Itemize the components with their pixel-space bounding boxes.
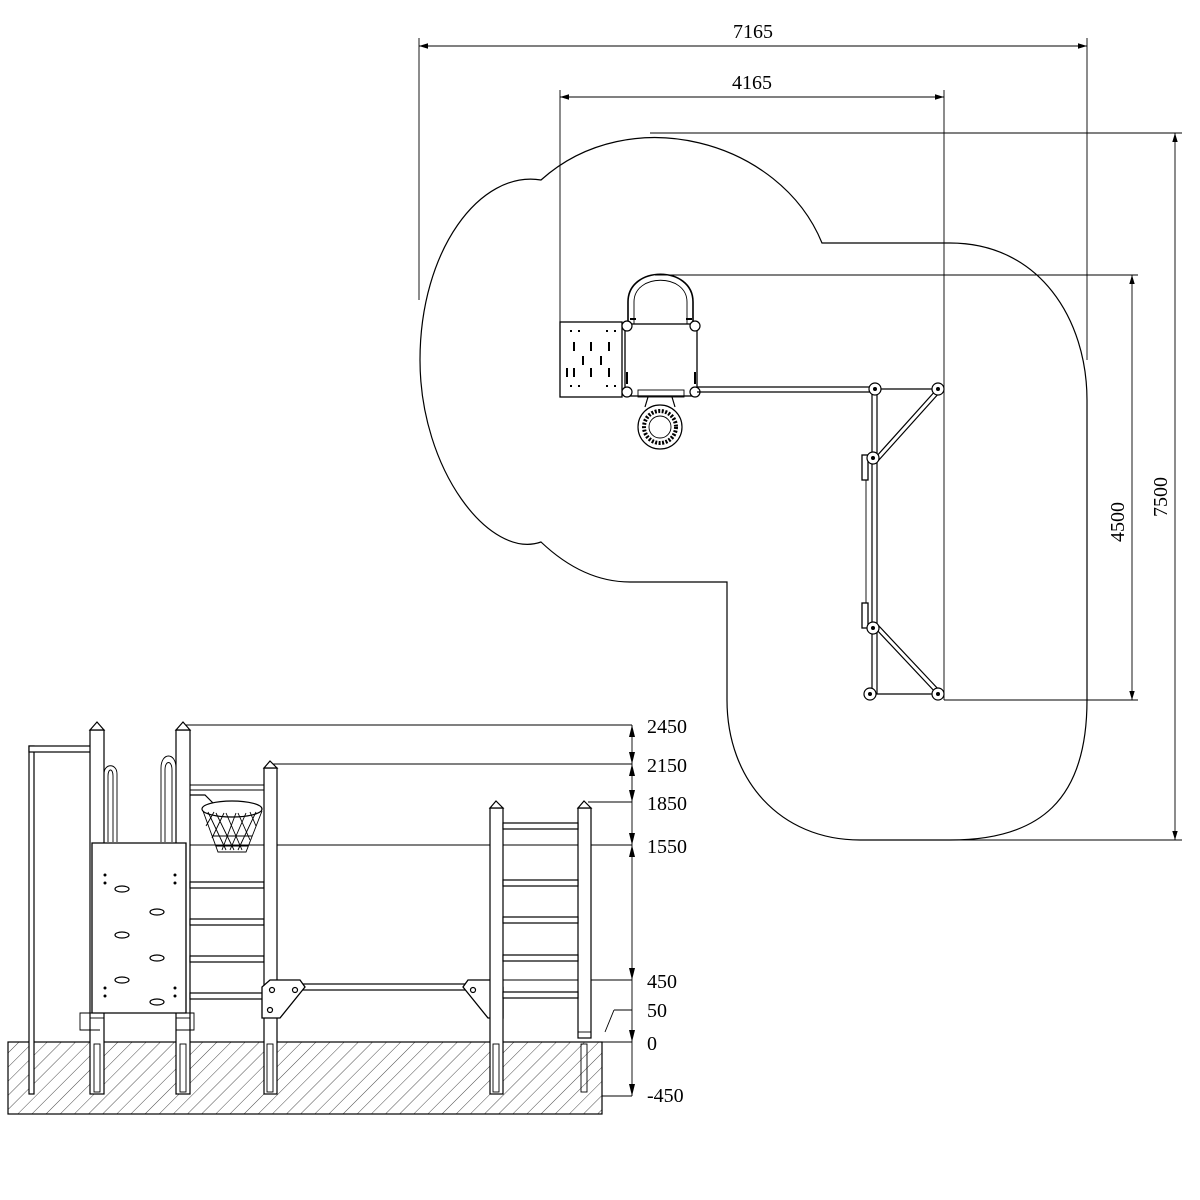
dimension-overall-width: 7165 [418,21,1088,360]
elevation-view: 2450 2150 1850 1550 450 50 0 -450 [7,716,687,1115]
safety-zone-outline [419,137,1088,841]
height-label-1550: 1550 [647,836,687,858]
dimension-structure-width: 4165 [559,72,945,700]
dimension-structure-depth: 4500 [655,274,1138,701]
dimension-label-structure-width: 4165 [732,72,772,94]
tower-platform-plan [621,273,701,398]
height-label-450: 450 [647,971,677,993]
height-label-0: 0 [647,1033,657,1055]
climbing-wall-plan [559,321,623,398]
height-label-2450: 2450 [647,716,687,738]
horizontal-bar [261,979,504,1019]
height-label-50: 50 [647,1000,667,1022]
middle-post [262,760,279,1095]
ladder-frame-plan [861,382,945,701]
basketball-hoop-plan [637,396,683,450]
plan-view: 7165 4165 7500 4500 [418,21,1182,841]
dimension-overall-depth: 7500 [650,132,1182,841]
dimension-label-structure-depth: 4500 [1107,502,1129,542]
right-ladder [488,800,593,1095]
dimension-label-overall-width: 7165 [733,21,773,43]
height-label-1850: 1850 [647,793,687,815]
ladder-rungs-left [189,881,265,1000]
basketball-net [190,794,263,853]
dimension-label-overall-depth: 7500 [1150,477,1172,517]
height-reference-lines [183,724,635,1097]
height-labels: 2450 2150 1850 1550 450 50 0 -450 [647,716,687,1107]
height-label-minus-450: -450 [647,1085,684,1107]
climbing-wall-elevation [79,842,195,1031]
height-label-2150: 2150 [647,755,687,777]
